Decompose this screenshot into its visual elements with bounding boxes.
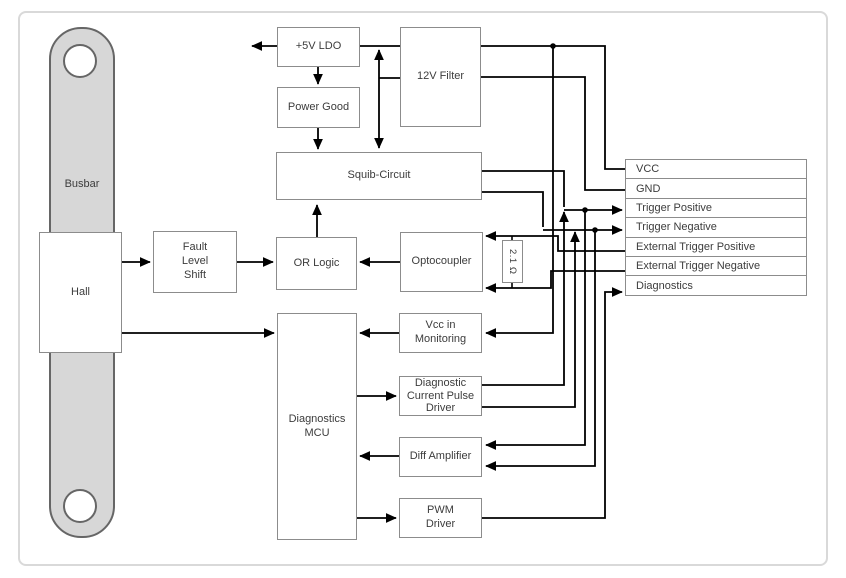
block-squib-circuit: Squib-Circuit <box>276 152 482 200</box>
block-vcc-in-monitoring: Vcc in Monitoring <box>399 313 482 353</box>
block-optocoupler-label: Optocoupler <box>411 255 472 268</box>
block-squib-circuit-label: Squib-Circuit <box>347 169 411 182</box>
pin-trigger-negative: Trigger Negative <box>625 217 807 238</box>
block-diag-current-pulse-driver: Diagnostic Current Pulse Driver <box>399 376 482 416</box>
connector-pin-table: VCC GND Trigger Positive Trigger Negativ… <box>625 159 807 296</box>
block-12v-filter: 12V Filter <box>400 27 481 127</box>
block-diag-current-pulse-driver-label: Diagnostic Current Pulse Driver <box>406 377 475 415</box>
block-diff-amplifier-label: Diff Amplifier <box>409 450 472 463</box>
block-fault-level-shift: Fault Level Shift <box>153 231 237 293</box>
block-power-good-label: Power Good <box>287 100 350 113</box>
pin-external-trigger-negative: External Trigger Negative <box>625 255 807 277</box>
block-optocoupler: Optocoupler <box>400 232 483 292</box>
block-5v-ldo: +5V LDO <box>277 27 360 67</box>
block-5v-ldo-label: +5V LDO <box>295 40 342 53</box>
block-vcc-in-monitoring-label: Vcc in Monitoring <box>414 319 467 345</box>
block-hall: Hall <box>39 232 122 353</box>
pin-diagnostics: Diagnostics <box>625 275 807 296</box>
block-power-good: Power Good <box>277 87 360 128</box>
pin-gnd: GND <box>625 178 807 199</box>
pin-vcc: VCC <box>625 159 807 180</box>
block-or-logic-label: OR Logic <box>293 256 340 269</box>
block-pwm-driver: PWM Driver <box>399 498 482 538</box>
resistor-value-label: 2.1 Ω <box>507 248 518 275</box>
block-diagnostics-mcu: Diagnostics MCU <box>277 313 357 540</box>
block-12v-filter-label: 12V Filter <box>416 70 465 83</box>
block-fault-level-shift-label: Fault Level Shift <box>181 241 209 281</box>
pin-external-trigger-positive: External Trigger Positive <box>625 236 807 257</box>
block-pwm-driver-label: PWM Driver <box>425 504 456 530</box>
busbar-label: Busbar <box>64 178 100 190</box>
resistor-2-1-ohm: 2.1 Ω <box>502 240 523 283</box>
pin-trigger-positive: Trigger Positive <box>625 197 807 219</box>
block-or-logic: OR Logic <box>276 237 357 290</box>
block-hall-label: Hall <box>71 285 90 298</box>
block-diff-amplifier: Diff Amplifier <box>399 437 482 477</box>
block-diagnostics-mcu-label: Diagnostics MCU <box>288 412 346 439</box>
